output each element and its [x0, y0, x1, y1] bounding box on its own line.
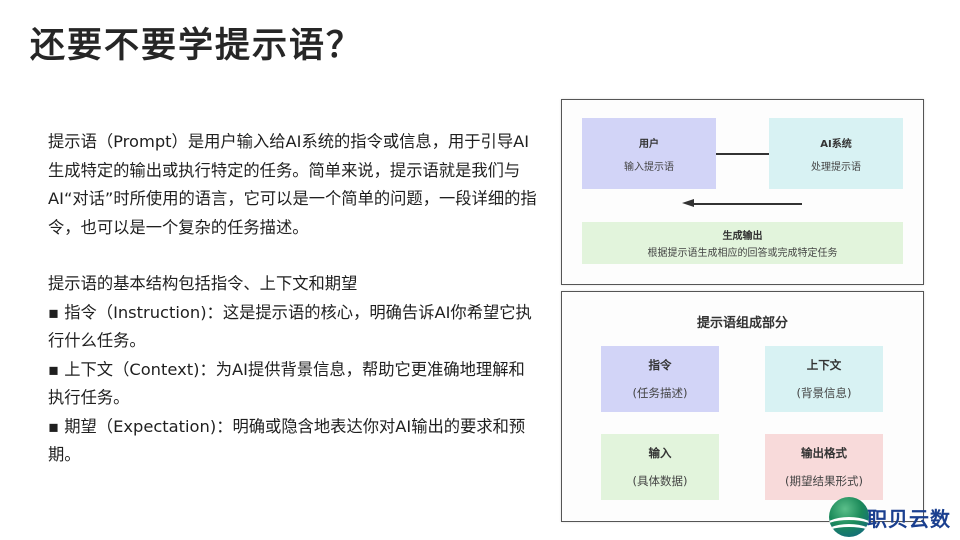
body-text: 提示语（Prompt）是用户输入给AI系统的指令或信息，用于引导AI生成特定的输… [48, 128, 540, 470]
component-instruction: 指令 (任务描述) [601, 346, 719, 412]
arrow-left-icon [682, 199, 694, 207]
component-subtitle: (任务描述) [632, 386, 688, 400]
intro-paragraph: 提示语（Prompt）是用户输入给AI系统的指令或信息，用于引导AI生成特定的输… [48, 132, 537, 237]
structure-heading: 提示语的基本结构包括指令、上下文和期望 [48, 274, 358, 293]
component-title: 输入 [648, 446, 672, 460]
brand-logo: 职贝云数 [829, 497, 959, 537]
component-context: 上下文 (背景信息) [765, 346, 883, 412]
brand-name: 职贝云数 [867, 506, 951, 531]
user-node-subtitle: 输入提示语 [624, 161, 674, 173]
bullet-context: 上下文（Context)：为AI提供背景信息，帮助它更准确地理解和执行任务。 [48, 356, 540, 413]
components-diagram: 提示语组成部分 指令 (任务描述) 上下文 (背景信息) 输入 (具体数据) 输… [561, 291, 924, 522]
output-node-title: 生成输出 [722, 231, 763, 242]
ai-node-subtitle: 处理提示语 [811, 161, 861, 173]
output-node: 生成输出 根据提示语生成相应的回答或完成特定任务 [582, 222, 903, 264]
component-output-format: 输出格式 (期望结果形式) [765, 434, 883, 500]
components-title: 提示语组成部分 [696, 316, 788, 331]
paragraph-gap [48, 242, 540, 270]
flow-diagram: 用户 输入提示语 AI系统 处理提示语 生成输出 根据提示语生成相应的回答或完成… [561, 99, 924, 285]
slide-title: 还要不要学提示语？ [30, 26, 364, 66]
user-node-title: 用户 [639, 138, 659, 150]
component-title: 输出格式 [801, 446, 847, 460]
return-arrow-line [692, 203, 802, 205]
ai-node-title: AI系统 [820, 138, 852, 150]
output-node-subtitle: 根据提示语生成相应的回答或完成特定任务 [647, 248, 838, 259]
connector-line [716, 153, 769, 155]
ai-system-node: AI系统 处理提示语 [769, 118, 903, 189]
bullet-expectation: 期望（Expectation)：明确或隐含地表达你对AI输出的要求和预期。 [48, 413, 540, 470]
component-subtitle: (背景信息) [796, 386, 852, 400]
wave-globe-icon [829, 497, 869, 537]
component-input: 输入 (具体数据) [601, 434, 719, 500]
bullet-instruction: 指令（Instruction)：这是提示语的核心，明确告诉AI你希望它执行什么任… [48, 299, 540, 356]
user-node: 用户 输入提示语 [582, 118, 716, 189]
component-title: 指令 [648, 358, 672, 372]
component-subtitle: (具体数据) [632, 474, 688, 488]
component-title: 上下文 [806, 358, 842, 372]
component-subtitle: (期望结果形式) [785, 474, 863, 488]
